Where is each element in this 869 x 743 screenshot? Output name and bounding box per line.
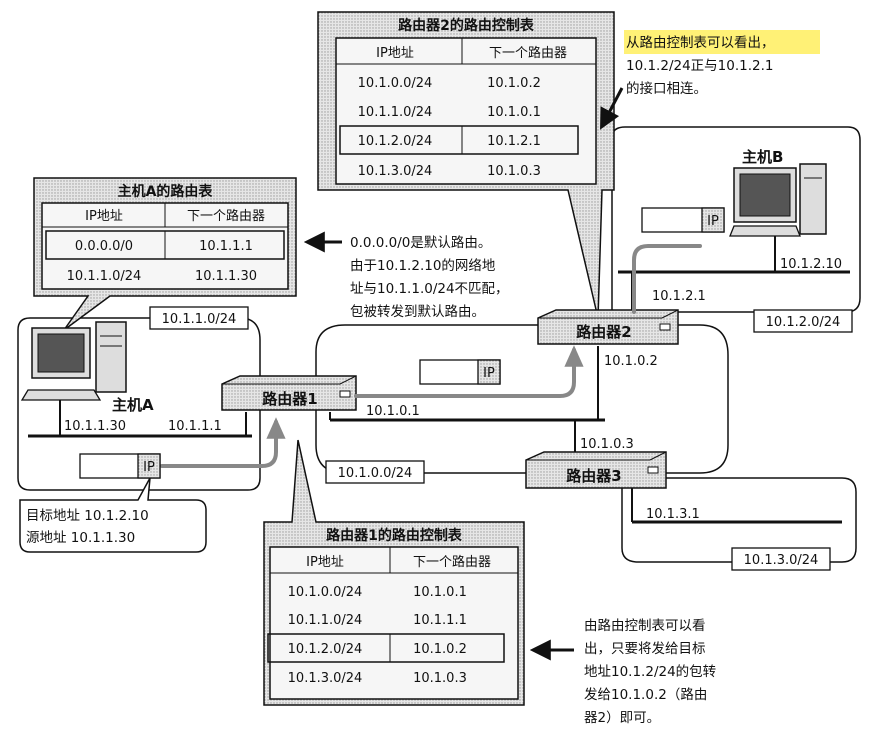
hostA-table-title: 主机A的路由表 — [118, 183, 214, 200]
ip-r3-lan: 10.1.3.1 — [646, 507, 700, 522]
router2: 路由器2 — [537, 309, 679, 345]
note-top-right-line1: 从路由控制表可以看出， — [626, 35, 775, 51]
note-bottom-line3: 地址10.1.2/24的包转 — [584, 664, 716, 680]
hostB-label: 主机B — [742, 148, 783, 166]
svg-text:10.1.0.0/24: 10.1.0.0/24 — [338, 466, 413, 481]
hostA-header-ip: IP地址 — [85, 209, 123, 224]
hostA-row1-ip: 10.1.1.0/24 — [67, 269, 142, 284]
hostB-computer-icon: 主机B — [729, 148, 827, 237]
note-default-line2: 由于10.1.2.10的网络地 — [350, 258, 496, 274]
network-label-10-1-0: 10.1.0.0/24 — [325, 460, 425, 484]
packet-info-source: 源地址 10.1.1.30 — [26, 530, 135, 546]
ip-r2-backbone: 10.1.0.2 — [604, 354, 658, 369]
router1-row3-next: 10.1.0.3 — [413, 671, 467, 686]
router2-table-callout: 路由器2的路由控制表 IP地址 下一个路由器 10.1.0.0/24 10.1.… — [317, 11, 615, 319]
ip-r3-backbone: 10.1.0.3 — [580, 437, 634, 452]
svg-text:10.1.1.0/24: 10.1.1.0/24 — [162, 312, 237, 327]
router1-row2-ip: 10.1.2.0/24 — [288, 642, 363, 657]
router1-row3-ip: 10.1.3.0/24 — [288, 671, 363, 686]
router2-row1-ip: 10.1.1.0/24 — [358, 105, 433, 120]
note-bottom-line2: 出，只要将发给目标 — [584, 641, 706, 657]
ip-r1-backbone: 10.1.0.1 — [366, 404, 420, 419]
router2-label: 路由器2 — [576, 323, 631, 341]
network-label-10-1-3: 10.1.3.0/24 — [731, 547, 831, 571]
router3-label: 路由器3 — [566, 467, 621, 485]
router1-header-next: 下一个路由器 — [413, 554, 491, 570]
router2-table-title: 路由器2的路由控制表 — [398, 17, 535, 34]
note-default-line1: 0.0.0.0/0是默认路由。 — [350, 235, 491, 251]
hostA-computer-icon: 主机A — [20, 321, 154, 414]
network-10-1-0-enclosure — [315, 324, 729, 474]
note-default-line3: 址与10.1.1.0/24不匹配， — [350, 281, 509, 297]
note-bottom-line4: 发给10.1.0.2（路由 — [584, 687, 707, 703]
ip-hostB: 10.1.2.10 — [780, 257, 842, 272]
ip-r2-lan: 10.1.2.1 — [652, 289, 706, 304]
router2-row0-ip: 10.1.0.0/24 — [358, 76, 433, 91]
ip-r1-lan: 10.1.1.1 — [168, 419, 222, 434]
hostA-table-callout: 主机A的路由表 IP地址 下一个路由器 0.0.0.0/0 10.1.1.1 1… — [33, 177, 297, 331]
router2-row0-next: 10.1.0.2 — [487, 76, 541, 91]
packet-lan2: IP — [641, 207, 725, 233]
note-top-right: 从路由控制表可以看出， 10.1.2/24正与10.1.2.1 的接口相连。 — [600, 30, 820, 130]
note-top-right-line3: 的接口相连。 — [626, 80, 707, 97]
router2-row3-next: 10.1.0.3 — [487, 164, 541, 179]
packet-lan1: IP — [79, 453, 161, 479]
network-label-10-1-1: 10.1.1.0/24 — [149, 306, 249, 330]
router2-row2-ip: 10.1.2.0/24 — [358, 134, 433, 149]
packet-path — [160, 244, 702, 468]
router1-row1-next: 10.1.1.1 — [413, 613, 467, 628]
router2-header-next: 下一个路由器 — [489, 45, 567, 61]
router3: 路由器3 — [525, 451, 667, 489]
router2-row1-next: 10.1.0.1 — [487, 105, 541, 120]
router1-row0-ip: 10.1.0.0/24 — [288, 585, 363, 600]
hostA-row0-next: 10.1.1.1 — [199, 239, 253, 254]
router2-row3-ip: 10.1.3.0/24 — [358, 164, 433, 179]
note-bottom-line1: 由路由控制表可以看 — [584, 618, 706, 634]
router1-label: 路由器1 — [262, 390, 317, 408]
router1-row1-ip: 10.1.1.0/24 — [288, 613, 363, 628]
router2-header-ip: IP地址 — [376, 46, 414, 61]
note-top-right-line2: 10.1.2/24正与10.1.2.1 — [626, 58, 774, 74]
note-bottom-line5: 器2）即可。 — [584, 710, 660, 726]
packet-info-callout: 目标地址 10.1.2.10 源地址 10.1.1.30 — [19, 477, 207, 553]
svg-text:IP: IP — [707, 214, 719, 229]
hostA-row1-next: 10.1.1.30 — [195, 269, 257, 284]
packet-backbone: IP — [419, 359, 501, 385]
router2-row2-next: 10.1.2.1 — [487, 134, 541, 149]
hostA-row0-ip: 0.0.0.0/0 — [75, 239, 133, 254]
hostA-label: 主机A — [112, 396, 154, 414]
router1-row2-next: 10.1.0.2 — [413, 642, 467, 657]
note-default-route: 0.0.0.0/0是默认路由。 由于10.1.2.10的网络地 址与10.1.1… — [303, 231, 509, 320]
svg-text:IP: IP — [143, 460, 155, 475]
packet-info-destination: 目标地址 10.1.2.10 — [26, 508, 149, 524]
network-10-1-3-enclosure — [621, 477, 857, 563]
hostA-header-next: 下一个路由器 — [187, 208, 265, 224]
network-10-1-1-enclosure — [17, 317, 261, 491]
network-label-10-1-2: 10.1.2.0/24 — [753, 309, 853, 333]
svg-text:10.1.2.0/24: 10.1.2.0/24 — [766, 315, 841, 330]
note-default-line4: 包被转发到默认路由。 — [350, 304, 485, 320]
router1-table-title: 路由器1的路由控制表 — [326, 527, 463, 544]
svg-text:10.1.3.0/24: 10.1.3.0/24 — [744, 553, 819, 568]
router1: 路由器1 — [221, 375, 357, 411]
svg-text:IP: IP — [483, 366, 495, 381]
router1-table-callout: 路由器1的路由控制表 IP地址 下一个路由器 10.1.0.0/24 10.1.… — [263, 439, 525, 706]
ip-hostA: 10.1.1.30 — [64, 419, 126, 434]
router1-row0-next: 10.1.0.1 — [413, 585, 467, 600]
router1-header-ip: IP地址 — [306, 555, 344, 570]
note-bottom-right: 由路由控制表可以看 出，只要将发给目标 地址10.1.2/24的包转 发给10.… — [529, 618, 716, 726]
